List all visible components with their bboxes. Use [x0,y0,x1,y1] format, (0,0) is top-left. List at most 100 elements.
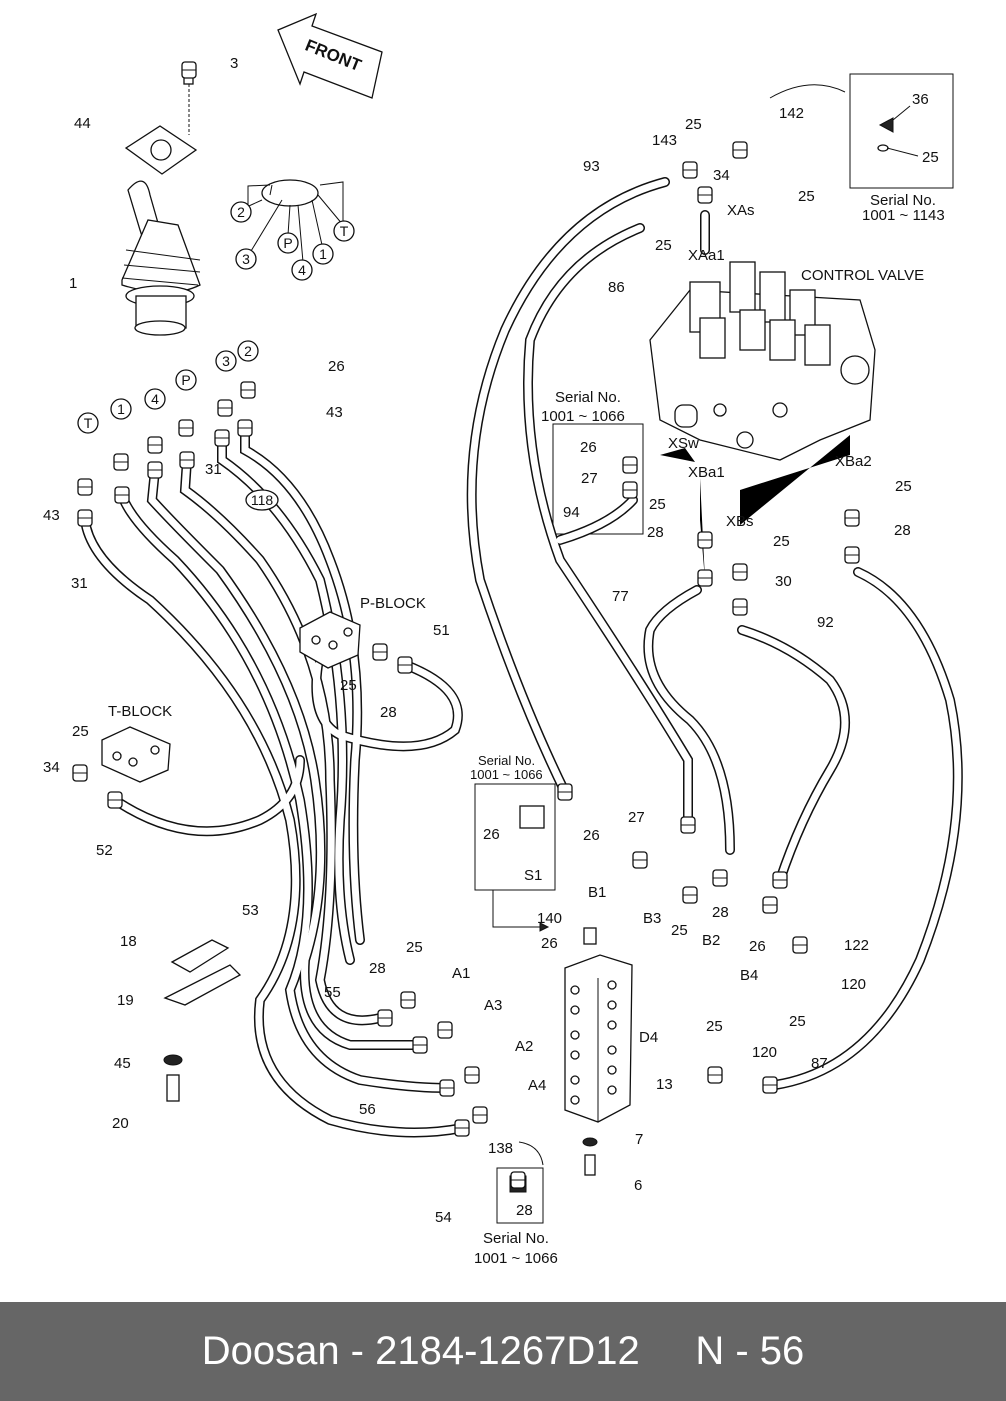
circled-callout: 118 [245,489,279,511]
serial-range: 1001 ~ 1066 [541,408,625,425]
clamp-parts [163,939,242,1102]
serial-box-s1 [474,783,556,891]
callout-label: 13 [656,1076,673,1093]
manifold-port [570,1095,580,1105]
circled-label: 1 [117,401,125,417]
manifold-port [607,1065,617,1075]
circled-callout: 1 [110,398,132,420]
control-valve [649,261,876,461]
port-label: XSw [668,435,699,452]
port-label: XBa1 [688,464,725,481]
callout-label: 25 [798,188,815,205]
footer-gap [640,1329,696,1374]
callout-label: 25 [649,496,666,513]
callout-label: 18 [120,933,137,950]
t-block-title: T-BLOCK [108,703,172,720]
footer-brand: Doosan [201,1329,340,1373]
callout-label: 52 [96,842,113,859]
manifold-port [570,1050,580,1060]
manifold-port [607,1020,617,1030]
hose-inner [148,466,424,1049]
callout-label: 28 [369,960,386,977]
callout-label: 26 [749,938,766,955]
hoses [80,177,963,1138]
circled-callouts: 2 3 P 4 1 T 3 2 P 4 1 T 118 [77,201,355,511]
callout-label: 120 [841,976,866,993]
circled-callout: 2 [237,340,259,362]
manifold-port [570,1030,580,1040]
callout-label: 30 [775,573,792,590]
hose-inner [738,626,849,884]
serial-range: 1001 ~ 1066 [470,767,543,782]
serial-label: Serial No. [478,753,535,768]
callout-label: 138 [488,1140,513,1157]
circled-label: 2 [237,204,245,220]
p-block-title: P-BLOCK [360,595,426,612]
hose-inner [181,456,384,1024]
callout-label: 93 [583,158,600,175]
circled-label: 3 [222,353,230,369]
callout-label: 27 [581,470,598,487]
port-label: B3 [643,910,661,927]
callout-label: 28 [380,704,397,721]
serial-box-xsw [552,423,644,535]
port-label: A3 [484,997,502,1014]
manifold-port [570,1005,580,1015]
callout-label: 44 [74,115,91,132]
port-label: XAa1 [688,247,725,264]
port-label: B2 [702,932,720,949]
callout-label: 25 [340,677,357,694]
callout-label: 20 [112,1115,129,1132]
manifold-port [607,980,617,990]
callout-label: 55 [324,984,341,1001]
callout-label: 34 [713,167,730,184]
callout-label: 51 [433,622,450,639]
footer-bar: Doosan - 2184-1267D12 N - 56 [0,1302,1006,1401]
port-label: XBs [726,513,754,530]
port-label: A2 [515,1038,533,1055]
callout-label: 26 [328,358,345,375]
callout-label: 31 [71,575,88,592]
manifold-port [607,1000,617,1010]
circled-label: 118 [251,492,274,508]
callout-label: 26 [541,935,558,952]
hose-inner [81,516,466,1136]
port-label: XAs [727,202,755,219]
hydraulic-parts-diagram: FRONT [43,12,963,1267]
circled-callout: T [333,220,355,242]
hose-inner [644,586,734,854]
port-label: D4 [639,1029,658,1046]
callout-label: 25 [655,237,672,254]
manifold-port [570,985,580,995]
callout-label: 7 [635,1131,643,1148]
callout-label: 56 [359,1101,376,1118]
callout-label: 87 [811,1055,828,1072]
circled-label: P [283,235,292,251]
hose-inner [524,224,692,829]
callout-label: 28 [647,524,664,541]
joystick-lever [121,67,201,336]
footer-part-number: 2184-1267D12 [375,1329,640,1373]
control-valve-title: CONTROL VALVE [801,267,924,284]
callout-label: 26 [580,439,597,456]
circled-callout: 1 [312,243,334,265]
callout-label: 122 [844,937,869,954]
hose-inner [468,178,669,796]
callout-label: 25 [773,533,790,550]
p-block [299,611,361,669]
callout-label: 31 [205,461,222,478]
callout-label: 54 [435,1209,452,1226]
callout-label: 45 [114,1055,131,1072]
callout-label: 142 [779,105,804,122]
callout-label: 6 [634,1177,642,1194]
callout-label: 28 [894,522,911,539]
callout-label: 34 [43,759,60,776]
serial-box-138 [496,1167,544,1224]
footer-separator: - [339,1329,376,1373]
callout-label: 140 [537,910,562,927]
callout-label: 25 [922,149,939,166]
circled-label: 1 [319,246,327,262]
callout-label: 1 [69,275,77,292]
callout-label: 3 [230,55,238,72]
serial-label: Serial No. [555,389,621,406]
